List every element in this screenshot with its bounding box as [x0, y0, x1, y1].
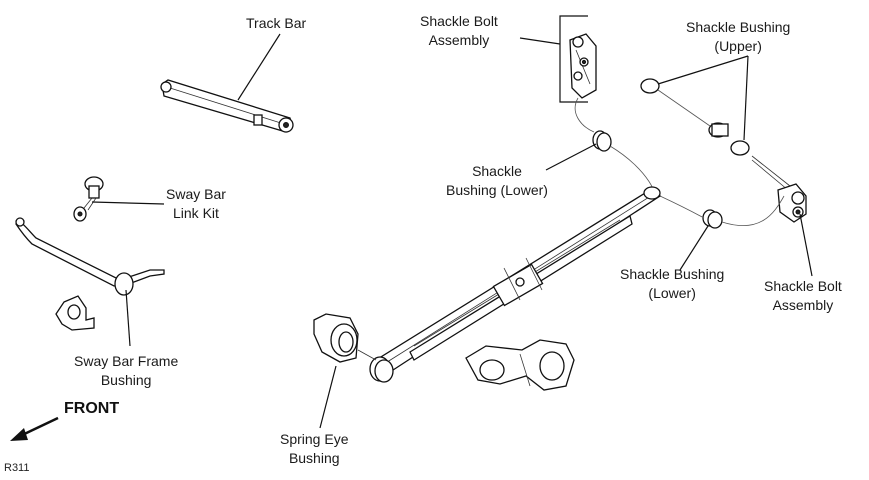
- shackle-bushing-lower-right-part: [702, 209, 723, 229]
- sway-bar-bracket-part: [55, 295, 95, 331]
- track-bar-leader: [237, 33, 281, 101]
- sway-bar-link-kit-leader: [91, 201, 165, 205]
- shackle-bushing-upper-part: [640, 78, 791, 191]
- shackle-bolt-assembly-right-part: [777, 183, 807, 223]
- label-track-bar: Track Bar: [246, 15, 307, 31]
- shackle-bolt-assembly-top-part: [559, 15, 597, 103]
- sway-bar-link-kit-part: [73, 176, 104, 222]
- label-sway-bar-frame-bushing: Sway Bar Frame Bushing: [74, 353, 179, 388]
- label-shackle-bushing-lower-left: Shackle Bushing (Lower): [446, 163, 548, 198]
- label-sway-bar-link-kit: Sway Bar Link Kit: [166, 186, 226, 221]
- track-bar-part: [160, 79, 294, 133]
- shackle-bushing-lower-right-leader: [679, 225, 709, 271]
- spring-eye-bushing-leader: [319, 365, 337, 429]
- label-spring-eye-bushing: Spring Eye Bushing: [280, 431, 349, 466]
- shackle-bolt-right-leader: [799, 213, 813, 277]
- shackle-bushing-upper-leader-1: [657, 55, 749, 85]
- label-shackle-bushing-upper: Shackle Bushing (Upper): [686, 19, 791, 54]
- sway-bar-part: [15, 217, 165, 296]
- shackle-bushing-upper-leader-2: [743, 55, 749, 141]
- axle-housing-part: [465, 339, 575, 391]
- shackle-bushing-lower-left-part: [592, 130, 612, 152]
- leaf-spring-part: [369, 186, 662, 383]
- label-shackle-bolt-assembly-top: Shackle Bolt Assembly: [420, 13, 498, 48]
- shackle-bolt-top-leader: [519, 37, 561, 45]
- figure-code: R311: [4, 462, 30, 474]
- front-label: FRONT: [64, 400, 120, 417]
- label-shackle-bushing-lower-right: Shackle Bushing (Lower): [620, 266, 725, 301]
- label-shackle-bolt-assembly-right: Shackle Bolt Assembly: [764, 278, 842, 313]
- spring-eye-bushing-part: [313, 313, 377, 363]
- sway-bar-frame-bushing-leader: [125, 289, 131, 347]
- shackle-bushing-lower-left-leader: [545, 143, 597, 171]
- front-arrow-icon: [10, 416, 59, 441]
